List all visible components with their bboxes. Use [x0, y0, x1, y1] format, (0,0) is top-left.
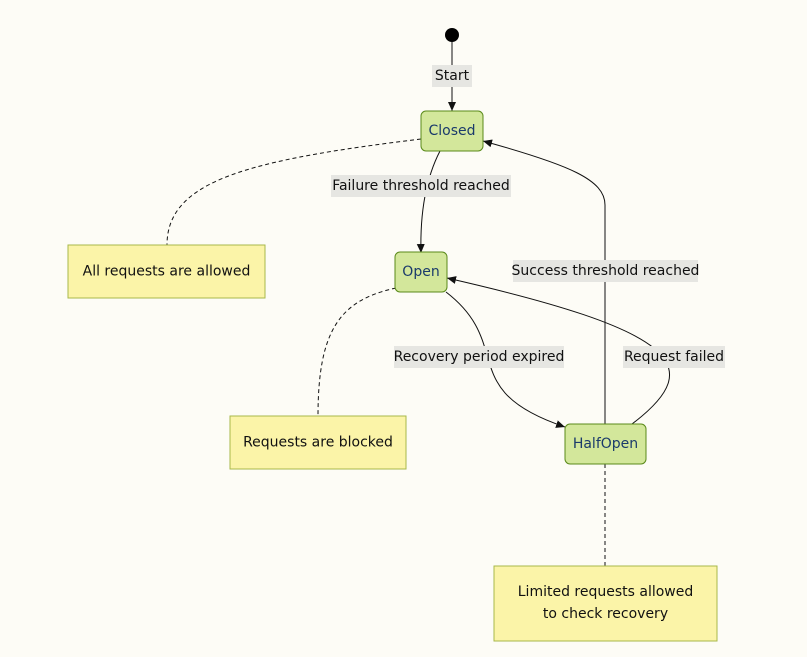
note-open-text: Requests are blocked [243, 435, 393, 451]
edge-closed-to-open [416, 150, 441, 254]
label-success-threshold: Success threshold reached [512, 260, 700, 282]
label-recovery-period-text: Recovery period expired [394, 349, 565, 365]
note-halfopen: Limited requests allowed to check recove… [493, 565, 718, 642]
label-failure-threshold: Failure threshold reached [331, 175, 511, 197]
label-start: Start [432, 65, 472, 87]
label-request-failed-text: Request failed [624, 349, 724, 365]
initial-state-dot [445, 28, 459, 42]
state-halfopen-label: HalfOpen [573, 436, 638, 452]
label-recovery-period: Recovery period expired [394, 346, 565, 368]
label-start-text: Start [435, 68, 470, 84]
state-open: Open [394, 251, 448, 293]
note-halfopen-text-line1: Limited requests allowed [518, 584, 694, 600]
note-halfopen-text-line2: to check recovery [543, 606, 668, 622]
note-connector-open [317, 287, 397, 417]
state-closed-label: Closed [428, 123, 475, 139]
state-closed: Closed [420, 110, 484, 152]
note-open: Requests are blocked [229, 415, 407, 470]
note-closed: All requests are allowed [67, 244, 266, 299]
edge-halfopen-to-closed [482, 139, 606, 424]
state-open-label: Open [402, 264, 439, 280]
note-closed-text: All requests are allowed [83, 264, 251, 280]
label-failure-threshold-text: Failure threshold reached [332, 178, 510, 194]
state-halfopen: HalfOpen [564, 423, 647, 465]
label-success-threshold-text: Success threshold reached [512, 263, 700, 279]
label-request-failed: Request failed [623, 346, 725, 368]
